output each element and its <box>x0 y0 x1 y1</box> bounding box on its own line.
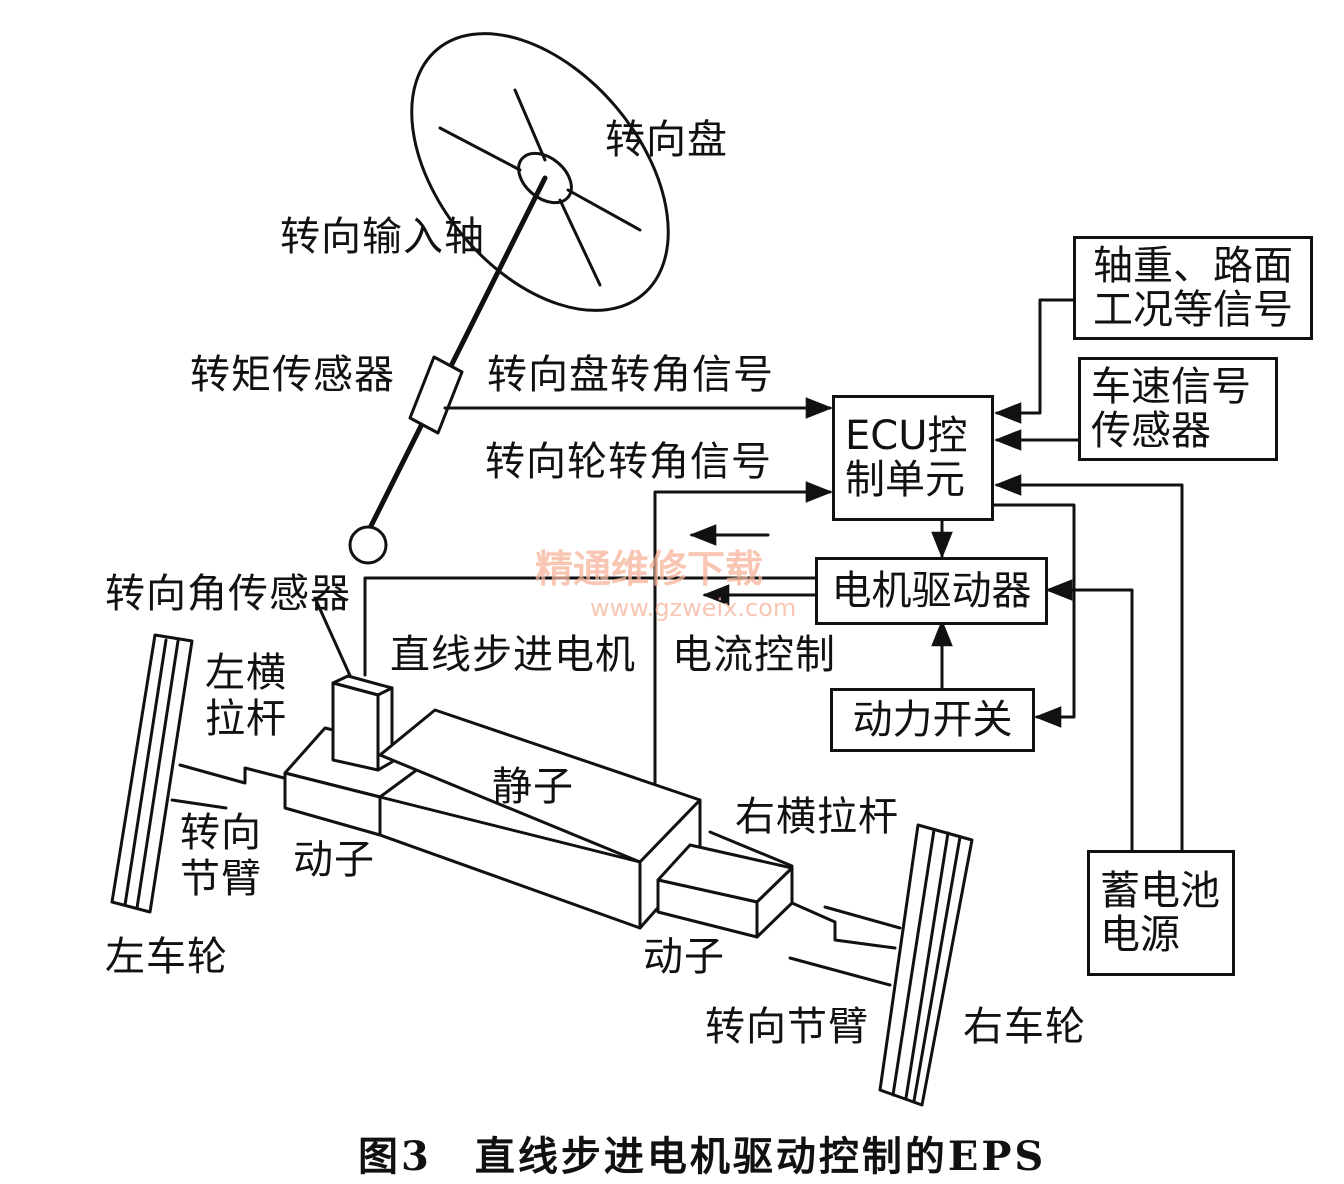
spoke-3 <box>566 188 642 232</box>
left-tie-rod <box>178 763 294 785</box>
right-wheel-groove-1 <box>891 828 936 1097</box>
label-left-tie-rod: 左横 拉杆 <box>205 650 287 742</box>
ecu-to-switch <box>990 503 1076 728</box>
right-tie-rod-link <box>790 901 897 950</box>
label-right-knuckle: 转向节臂 <box>705 1004 869 1050</box>
shaft-end-ball <box>348 525 388 565</box>
angle-sensor-leader <box>313 596 354 682</box>
label-input-shaft: 转向输入轴 <box>280 214 485 260</box>
label-left-knuckle: 转向 节臂 <box>180 810 262 902</box>
spoke-4 <box>558 198 602 287</box>
label-current-control: 电流控制 <box>672 632 836 678</box>
label-torque-sensor: 转矩传感器 <box>190 352 395 398</box>
left-wheel-groove-2 <box>135 639 180 910</box>
battery-to-ecu <box>994 474 1184 852</box>
road-angle-signal-line <box>653 481 833 792</box>
label-left-wheel: 左车轮 <box>105 934 228 980</box>
label-linear-motor: 直线步进电机 <box>390 632 636 678</box>
angle-sensor-line <box>363 576 824 677</box>
left-wheel-groove-1 <box>123 638 168 907</box>
left-wheel <box>110 633 194 914</box>
label-right-mover: 动子 <box>643 934 725 980</box>
label-right-tie-rod: 右横拉杆 <box>735 794 899 840</box>
box-axle-road-signal: 轴重、路面 工况等信号 <box>1073 236 1313 340</box>
spoke-1 <box>513 88 547 162</box>
label-road-angle-signal: 转向轮转角信号 <box>485 439 772 485</box>
input-shaft <box>367 175 548 531</box>
box-battery: 蓄电池 电源 <box>1087 850 1235 976</box>
battery-to-driver <box>1045 579 1134 852</box>
right-wheel-groove-3 <box>912 835 962 1103</box>
torque-sensor-block <box>408 355 464 435</box>
box-power-switch: 动力开关 <box>830 688 1035 752</box>
right-steering-knuckle <box>788 956 892 987</box>
steering-wheel-hub <box>517 151 573 205</box>
label-steering-wheel: 转向盘 <box>605 117 728 163</box>
figure-caption: 图3 直线步进电机驱动控制的EPS <box>358 1133 1047 1180</box>
axle-road-line <box>994 298 1080 424</box>
watermark-cn: 精通维修下载 <box>535 547 764 591</box>
label-wheel-angle-signal: 转向盘转角信号 <box>487 352 774 398</box>
spoke-2 <box>438 126 522 172</box>
right-tie-rod <box>708 830 794 868</box>
box-motor-driver: 电机驱动器 <box>815 557 1048 625</box>
right-wheel-groove-2 <box>904 831 950 1100</box>
watermark-url: www.gzweix.com <box>590 594 797 622</box>
label-angle-sensor: 转向角传感器 <box>105 571 351 617</box>
label-left-mover: 动子 <box>293 837 375 883</box>
angle-sensor-front <box>331 681 380 772</box>
box-ecu: ECU控 制单元 <box>832 395 994 521</box>
label-right-wheel: 右车轮 <box>963 1004 1086 1050</box>
left-steering-knuckle <box>170 798 228 810</box>
label-stator: 静子 <box>492 764 574 810</box>
right-tie-rod-upper <box>823 905 902 930</box>
steering-wheel-rim <box>410 32 670 312</box>
box-speed-sensor: 车速信号 传感器 <box>1078 357 1278 461</box>
